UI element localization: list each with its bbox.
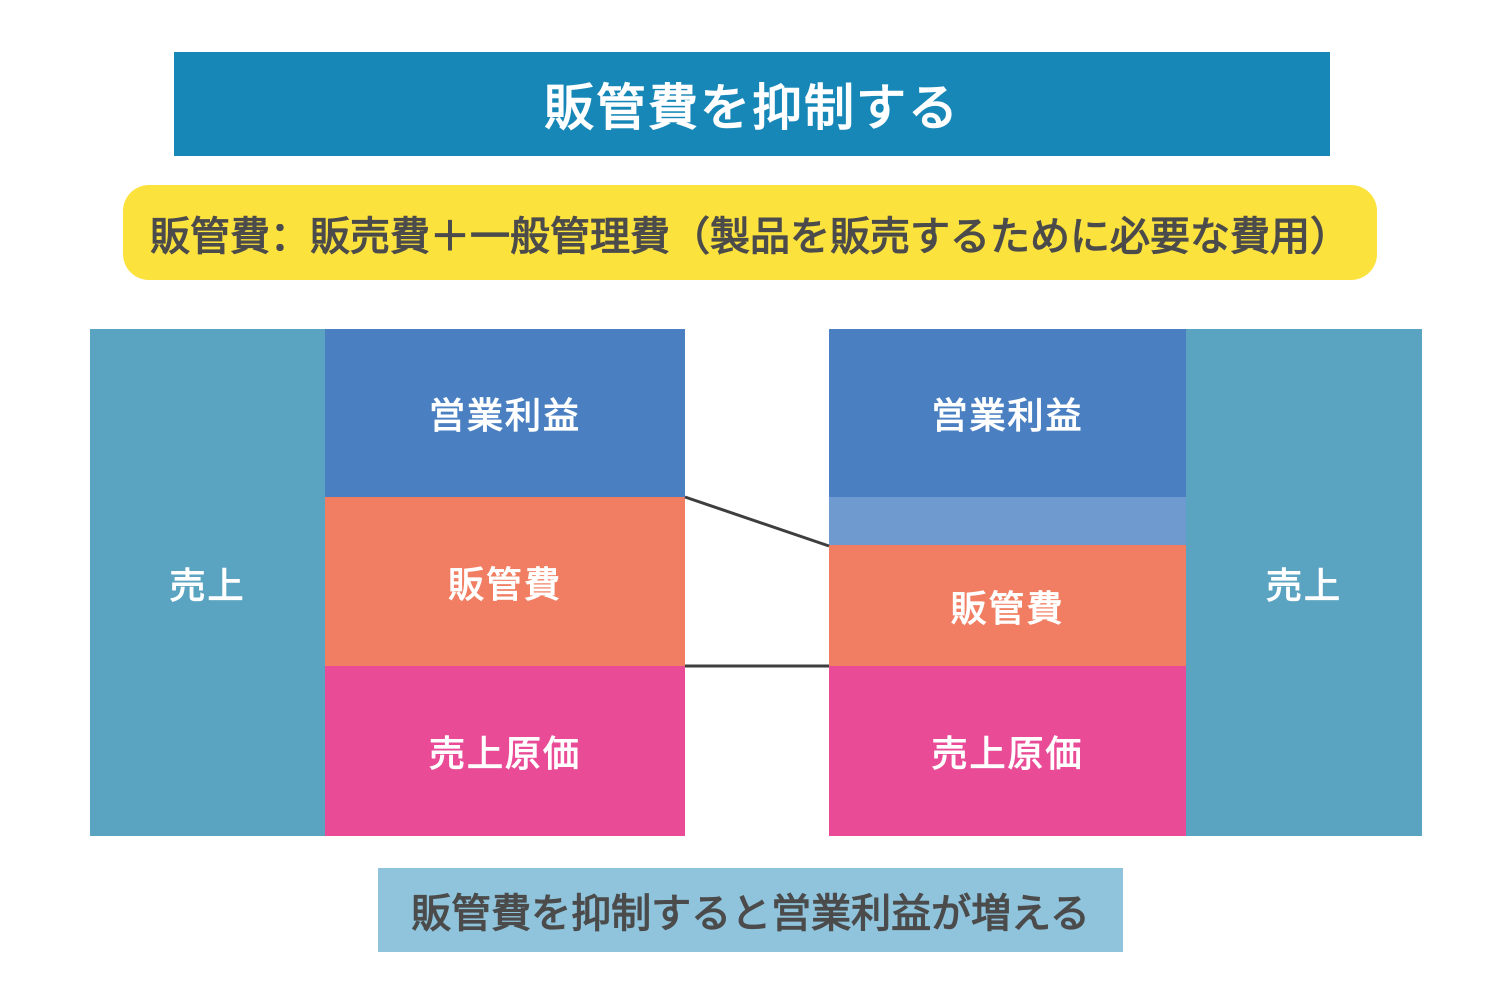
definition-text: 販管費：販売費＋一般管理費（製品を販売するために必要な費用） <box>150 213 1350 260</box>
segment-label-sgna-before: 販管費 <box>447 564 562 606</box>
sales-label-after: 売上 <box>1265 565 1342 607</box>
segment-profit-increase-band <box>829 497 1186 545</box>
sales-label-before: 売上 <box>169 565 246 607</box>
title-banner: 販管費を抑制する <box>174 52 1330 156</box>
sales-block-before: 売上 <box>90 329 325 836</box>
segment-label-operating-profit-after: 営業利益 <box>931 396 1084 437</box>
definition-banner: 販管費：販売費＋一般管理費（製品を販売するために必要な費用） <box>123 185 1377 280</box>
title-text: 販管費を抑制する <box>544 79 960 137</box>
segment-cost-of-sales-before: 売上原価 <box>325 666 685 836</box>
connector-line-profit-boundary <box>684 495 830 548</box>
segment-operating-profit-before: 営業利益 <box>325 329 685 497</box>
segment-sgna-after: 販管費 <box>829 545 1186 666</box>
segment-label-operating-profit-before: 営業利益 <box>428 396 581 437</box>
segment-label-sgna-after: 販管費 <box>950 588 1065 630</box>
stacked-bar-after: 営業利益 販管費 売上原価 <box>829 329 1186 836</box>
sales-block-after: 売上 <box>1186 329 1422 836</box>
conclusion-text: 販管費を抑制すると営業利益が増える <box>411 891 1090 937</box>
conclusion-banner: 販管費を抑制すると営業利益が増える <box>378 868 1123 952</box>
segment-cost-of-sales-after: 売上原価 <box>829 666 1186 836</box>
segment-label-cost-of-sales-before: 売上原価 <box>428 734 581 775</box>
segment-sgna-before: 販管費 <box>325 497 685 666</box>
segment-operating-profit-after: 営業利益 <box>829 329 1186 497</box>
segment-label-cost-of-sales-after: 売上原価 <box>931 734 1084 775</box>
stacked-bar-before: 営業利益 販管費 売上原価 <box>325 329 685 836</box>
